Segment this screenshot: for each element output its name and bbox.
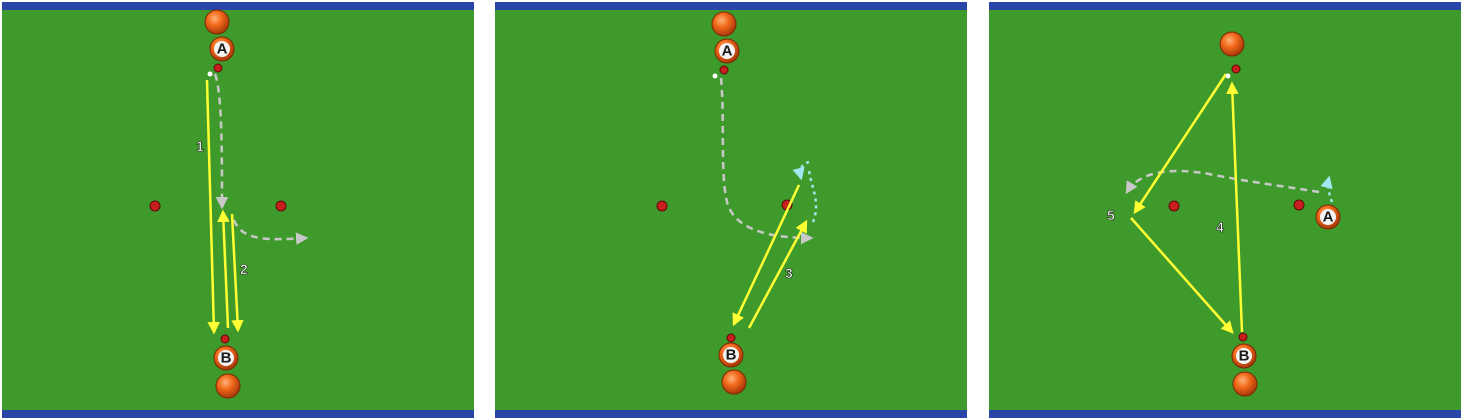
player-a-label: A: [1323, 209, 1334, 226]
step-label-3: 3: [785, 265, 793, 281]
panel-3-canvas: 4 5 A B: [989, 2, 1461, 418]
player-b-badge: [218, 350, 234, 366]
player-a-label: A: [217, 41, 228, 58]
bottom-end-band: [2, 410, 474, 418]
player-a-badge: [1320, 209, 1336, 225]
player-b-label: B: [726, 347, 737, 364]
player-b-label: B: [221, 350, 232, 367]
panel-1: 1 2 A B: [2, 2, 474, 418]
step-label-4: 4: [1216, 219, 1224, 235]
pitch: [2, 2, 474, 418]
dribble-line: [792, 160, 810, 181]
ball: [1232, 371, 1258, 397]
start-dot: [207, 71, 213, 77]
pass-line-2-return: [217, 209, 230, 329]
step-label-5: 5: [1107, 207, 1115, 223]
player-b-label: B: [1239, 348, 1250, 365]
ball: [721, 369, 747, 395]
pass-line: [1133, 73, 1228, 215]
run-line: [719, 77, 814, 245]
cone: [1293, 199, 1305, 211]
cone: [149, 200, 161, 212]
bottom-end-band: [989, 410, 1461, 418]
pass-line: [732, 184, 801, 327]
panel-2-canvas: 3 A B: [495, 2, 967, 418]
cone: [220, 334, 230, 344]
ball: [204, 9, 230, 35]
run-line: [1125, 169, 1320, 195]
pass-line-1: [205, 79, 220, 335]
dribble-line: [1320, 175, 1334, 203]
top-end-band: [495, 2, 967, 10]
player-b-badge: [723, 347, 739, 363]
run-line: [213, 73, 229, 210]
cone: [1168, 200, 1180, 212]
cone: [1238, 332, 1248, 342]
cone: [213, 63, 223, 73]
run-line: [232, 219, 309, 245]
pass-line-3: [747, 219, 808, 329]
pass-line-2: [230, 213, 244, 333]
player-a-badge: [214, 41, 230, 57]
cone: [726, 333, 736, 343]
panel-2: 3 A B: [495, 2, 967, 418]
cone: [1231, 64, 1241, 74]
cone: [275, 200, 287, 212]
player-a-label: A: [722, 43, 733, 60]
pitch: [989, 2, 1461, 418]
start-dot: [1225, 73, 1231, 79]
step-label-2: 2: [240, 261, 248, 277]
cone: [719, 65, 729, 75]
top-end-band: [2, 2, 474, 10]
panel-1-canvas: 1 2 A B: [2, 2, 474, 418]
pass-line-5: [1130, 217, 1234, 334]
bottom-end-band: [495, 410, 967, 418]
cone: [656, 200, 668, 212]
ball: [711, 11, 737, 37]
pass-line-4: [1226, 81, 1244, 333]
player-a-badge: [719, 43, 735, 59]
top-end-band: [989, 2, 1461, 10]
player-b-badge: [1236, 348, 1252, 364]
step-label-1: 1: [196, 138, 204, 154]
panel-3: 4 5 A B: [989, 2, 1461, 418]
start-dot: [712, 73, 718, 79]
ball: [215, 373, 241, 399]
ball: [1219, 31, 1245, 57]
